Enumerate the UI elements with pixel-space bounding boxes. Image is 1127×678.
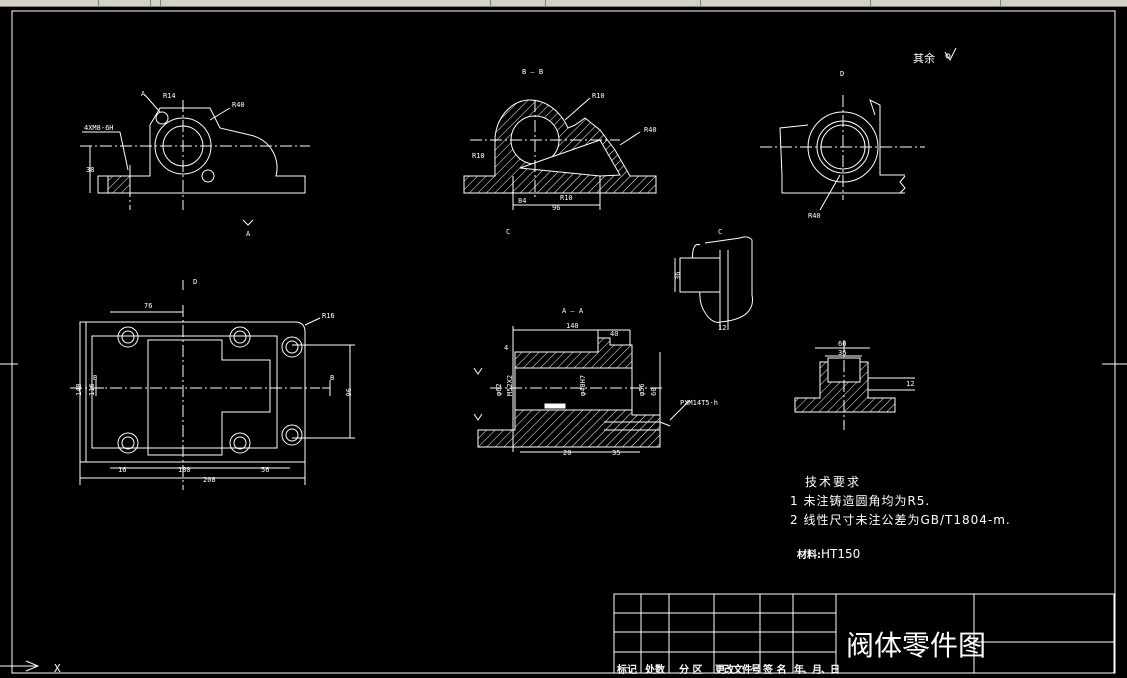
header-date: 年、月、日 — [794, 665, 840, 676]
d-view — [760, 47, 957, 211]
label-r40-right: R40 — [808, 212, 821, 220]
label-r16: R16 — [322, 312, 335, 320]
label-bb-title: B — B — [522, 68, 543, 76]
toolbar-strip — [0, 0, 1127, 7]
header-fenqu: 分 区 — [679, 665, 703, 676]
label-dim-208: 208 — [203, 476, 216, 484]
toolbar-divider — [98, 0, 99, 6]
label-dim-56: 56 — [261, 466, 269, 474]
label-aa-title: A — A — [562, 307, 584, 315]
label-r10-b: R10 — [472, 152, 485, 160]
label-r40-left: R40 — [232, 101, 245, 109]
label-phi56: φ56 — [638, 383, 646, 396]
tech-line-2: 2 线性尺寸未注公差为GB/T1804-m. — [790, 513, 1011, 527]
label-a-bottom: A — [246, 230, 251, 238]
toolbar-divider — [1000, 0, 1001, 6]
header-qianming: 签 名 — [763, 665, 787, 676]
label-dim-140: 140 — [566, 322, 579, 330]
label-c-below-bb: C — [506, 228, 510, 236]
c-detail-view — [674, 236, 754, 330]
label-r10-c: R10 — [560, 194, 573, 202]
b-detail-view — [794, 340, 915, 430]
tech-line-1: 1 未注铸造圆角均为R5. — [790, 494, 931, 508]
drawing-border — [11, 10, 1116, 674]
label-dim-96: 96 — [552, 204, 560, 212]
material-row: 材料:HT150 — [797, 546, 860, 561]
label-d-arrow: D — [193, 278, 197, 286]
drawing-canvas[interactable]: A R14 R40 4XM8-6H 38 A B — B R10 R40 R10… — [0, 7, 1127, 676]
label-phi40h7: φ40H7 — [579, 375, 587, 396]
cad-drawing: A R14 R40 4XM8-6H 38 A B — B R10 R40 R10… — [0, 10, 1127, 675]
toolbar-divider — [700, 0, 701, 6]
header-biaoji: 标记 — [617, 665, 637, 676]
label-dim-76: 76 — [144, 302, 152, 310]
drawing-title: 阀体零件图 — [846, 629, 987, 662]
label-d-title: D — [840, 70, 844, 78]
label-dim-180: 180 — [178, 466, 191, 474]
label-a-top: A — [141, 90, 146, 98]
ucs-icon — [0, 660, 40, 672]
header-genggai: 更改文件号 — [715, 665, 761, 676]
label-dim-148: 148 — [75, 383, 83, 396]
label-dim-35: 35 — [612, 449, 620, 457]
front-view — [80, 94, 310, 226]
toolbar-divider — [870, 0, 871, 6]
label-phi62: φ62 — [495, 383, 503, 396]
label-dim-20: 20 — [563, 449, 571, 457]
top-view — [70, 280, 355, 490]
label-dim-36: 36 — [674, 272, 682, 280]
toolbar-divider — [545, 0, 546, 6]
ucs-x-label: X — [54, 662, 61, 674]
label-dim-40: 40 — [610, 330, 618, 338]
aa-section-view — [473, 326, 691, 453]
header-chushu: 处数 — [645, 665, 665, 676]
label-dim-16: 16 — [118, 466, 126, 474]
label-thread-left: 4XM8-6H — [84, 124, 114, 132]
label-dim-116: 116 — [88, 383, 96, 396]
label-r14: R14 — [163, 92, 176, 100]
label-dim-38: 38 — [86, 166, 94, 174]
bb-section-view — [463, 97, 657, 210]
material-label: 材料: — [797, 550, 821, 561]
label-r10-a: R10 — [592, 92, 605, 100]
tech-heading: 技术要求 — [805, 475, 862, 489]
label-dim-36b: 36 — [838, 349, 846, 357]
title-block — [613, 593, 1115, 674]
label-thread-aa: PXM14T5-h — [680, 399, 718, 407]
toolbar-divider — [150, 0, 151, 6]
toolbar-divider — [490, 0, 491, 6]
label-dim-12: 12 — [718, 324, 726, 332]
label-dim-60b: 60 — [838, 340, 846, 348]
label-dim-84: 84 — [518, 197, 526, 205]
material-value: HT150 — [821, 547, 861, 561]
label-dim-4: 4 — [504, 344, 508, 352]
label-dim-12b: 12 — [906, 380, 914, 388]
label-c-detail: C — [718, 228, 722, 236]
label-b-left: B — [93, 374, 97, 382]
label-dim-96-side: 96 — [344, 388, 352, 396]
label-b-right: B — [330, 374, 334, 382]
label-m52: M52X2 — [506, 375, 514, 396]
label-r40-bb: R40 — [644, 126, 657, 134]
toolbar-divider — [160, 0, 161, 6]
label-dim-60: 60 — [650, 388, 658, 396]
label-qiyu: 其余 — [913, 51, 935, 65]
